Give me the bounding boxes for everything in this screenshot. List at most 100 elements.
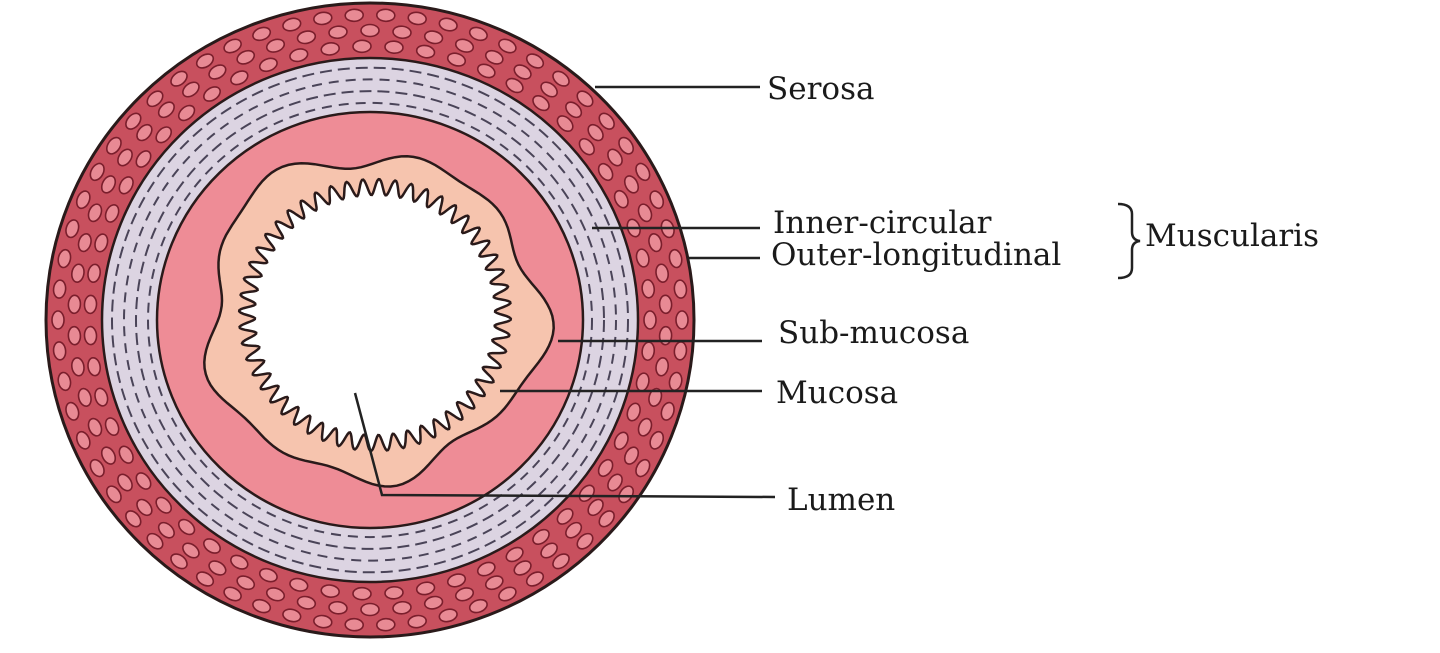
serosa-cell xyxy=(65,219,80,239)
serosa-cell xyxy=(104,203,120,223)
serosa-cell xyxy=(513,560,532,576)
serosa-cell xyxy=(498,38,517,54)
serosa-cell xyxy=(392,600,412,615)
serosa-cell xyxy=(643,310,657,330)
serosa-cell xyxy=(170,70,188,87)
serosa-cell xyxy=(320,584,340,598)
serosa-cell xyxy=(540,542,558,559)
serosa-cell xyxy=(454,587,475,602)
leader-lines xyxy=(353,85,776,499)
serosa-cell xyxy=(320,42,340,56)
serosa-cell xyxy=(576,532,594,550)
serosa-cell xyxy=(57,248,72,269)
serosa-cell xyxy=(282,608,302,623)
serosa-cell xyxy=(252,598,272,614)
serosa-cell xyxy=(135,472,152,490)
serosa-cell xyxy=(352,39,372,54)
serosa-cell xyxy=(328,25,348,40)
serosa-cell xyxy=(392,25,412,40)
serosa-cell xyxy=(415,44,436,59)
serosa-cell xyxy=(641,341,656,361)
serosa-cell xyxy=(71,263,85,283)
lumen xyxy=(237,177,513,453)
serosa-cell xyxy=(384,40,404,55)
muscularis-dash-ring xyxy=(135,90,605,550)
serosa-cell xyxy=(230,70,249,86)
serosa-cell xyxy=(67,325,82,346)
serosa-cell xyxy=(170,553,188,570)
serosa-cell xyxy=(384,585,404,600)
serosa-cell xyxy=(94,387,109,407)
serosa-cell xyxy=(407,11,427,26)
lumen-leader-line xyxy=(353,392,776,499)
serosa-cell xyxy=(71,357,85,377)
serosa-cell xyxy=(613,431,629,451)
serosa-cell xyxy=(94,233,109,253)
serosa-cell xyxy=(552,70,570,87)
muscularis-brace xyxy=(1117,202,1141,280)
serosa-cell xyxy=(446,573,467,588)
serosa-cell xyxy=(136,498,153,517)
serosa-cell xyxy=(208,64,227,80)
serosa-cell xyxy=(344,617,364,632)
serosa-cell xyxy=(532,95,550,112)
muscularis-dash-pattern xyxy=(111,66,629,574)
serosa-cell xyxy=(505,77,524,94)
serosa-cell xyxy=(118,445,134,464)
serosa-cell xyxy=(258,57,278,73)
serosa-cell xyxy=(289,577,309,592)
serosa-cell xyxy=(87,203,103,223)
serosa-cell xyxy=(67,294,82,315)
serosa-cell xyxy=(328,600,348,615)
serosa-cell xyxy=(182,542,200,559)
serosa-cell xyxy=(75,190,91,210)
serosa-cell xyxy=(104,417,120,437)
serosa-cell xyxy=(648,232,663,253)
serosa-cell xyxy=(87,263,102,284)
serosa-cell xyxy=(587,123,604,142)
label-sub-mucosa: Sub-mucosa xyxy=(778,315,969,351)
serosa-cell xyxy=(668,248,683,269)
serosa-cell xyxy=(618,136,635,155)
serosa-cell xyxy=(476,561,496,577)
serosa-cell xyxy=(637,417,653,437)
serosa-cell xyxy=(649,190,665,210)
serosa-cell xyxy=(105,136,122,155)
serosa-cell xyxy=(146,532,164,550)
serosa-cell xyxy=(360,23,380,38)
serosa-cell xyxy=(438,608,458,623)
serosa-cell xyxy=(208,560,227,576)
serosa-cell xyxy=(230,554,249,570)
serosa-cell xyxy=(57,371,72,392)
serosa-cell xyxy=(313,11,333,26)
muscularis-dash-ring xyxy=(123,78,617,562)
serosa-cell xyxy=(635,162,651,182)
serosa-cell xyxy=(146,90,164,108)
serosa-cell xyxy=(77,387,92,408)
serosa-cell xyxy=(407,614,427,629)
serosa-cell xyxy=(525,571,545,587)
serosa-cell xyxy=(155,496,173,514)
serosa-cell xyxy=(182,81,200,98)
serosa-cell xyxy=(618,485,635,504)
label-inner-circular: Inner-circular xyxy=(773,205,992,241)
serosa-cell xyxy=(223,586,242,602)
serosa-cell xyxy=(265,587,286,602)
serosa-cell xyxy=(635,248,650,268)
serosa-cell xyxy=(423,595,444,610)
serosa-cell xyxy=(565,101,583,119)
serosa-cell xyxy=(51,310,65,330)
serosa-cell xyxy=(52,279,67,299)
serosa-cell xyxy=(296,30,317,45)
serosa-cell xyxy=(236,575,256,591)
serosa-cell xyxy=(125,510,142,528)
serosa-cell xyxy=(648,387,663,408)
serosa-cell xyxy=(118,176,134,195)
serosa-cell xyxy=(223,38,242,54)
serosa-cell xyxy=(360,602,380,617)
serosa-cell xyxy=(203,538,221,554)
serosa-cell xyxy=(587,498,604,517)
serosa-cell xyxy=(117,473,133,492)
serosa-cell xyxy=(105,485,122,504)
serosa-cell xyxy=(649,430,665,450)
